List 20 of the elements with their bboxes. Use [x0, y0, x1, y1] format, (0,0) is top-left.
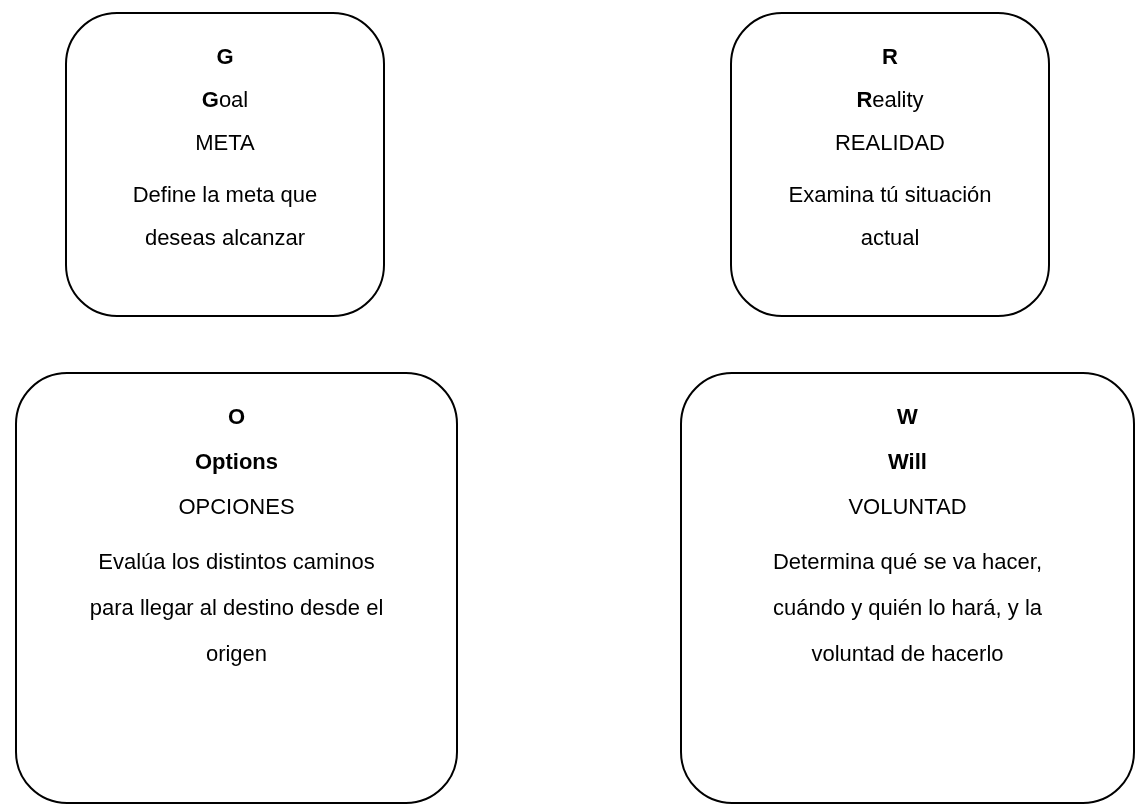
spanish-term: REALIDAD: [834, 130, 945, 156]
spanish-term: META: [195, 130, 255, 156]
term-name: Goal: [201, 87, 249, 113]
description: Determina qué se va hacer, cuándo y quién lo hará, y la voluntad de hacerlo: [771, 548, 1044, 668]
description: Evalúa los distintos caminos para llegar al destino desde el origen: [88, 548, 385, 668]
term-name: Options: [194, 449, 279, 475]
rounded-box: [15, 372, 458, 804]
description: Examina tú situación actual: [787, 181, 993, 252]
rounded-box: [680, 372, 1135, 804]
term-name: Reality: [856, 87, 924, 113]
heading-letter: W: [897, 404, 918, 430]
heading-letter: G: [216, 44, 234, 70]
spanish-term: OPCIONES: [178, 494, 295, 520]
term-name: Will: [888, 449, 927, 475]
heading-letter: O: [227, 404, 246, 430]
rounded-box: [730, 12, 1050, 317]
heading-letter: R: [882, 44, 898, 70]
description: Define la meta que deseas alcanzar: [131, 181, 319, 252]
rounded-box: [65, 12, 385, 317]
spanish-term: VOLUNTAD: [848, 494, 967, 520]
